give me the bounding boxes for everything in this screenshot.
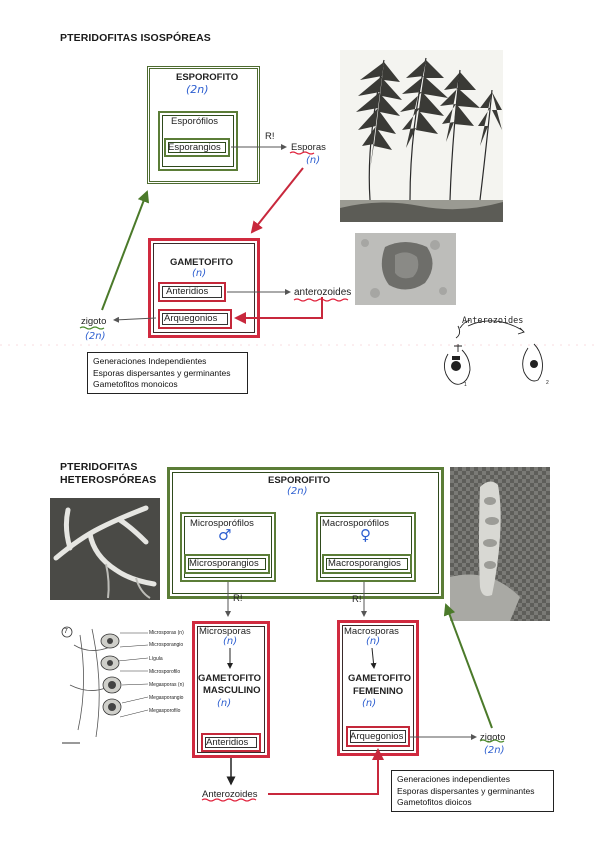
macrosporangios-label: Macrosporangios [328,558,401,569]
top-note-2: Esporas dispersantes y germinantes [93,367,231,378]
bottom-anteridios-box [201,733,261,752]
top-zigoto-label: zigoto [81,316,107,327]
bottom-title-line1: PTERIDOFITAS [60,461,138,473]
gametofito-masculino-box [192,621,270,758]
microsporas-ploidy: (n) [223,636,238,647]
bottom-anterozoides-label: Anterozoides [202,789,258,800]
bottom-notes-box: Generaciones independientes Esporas disp… [391,770,554,812]
gam-fem-line1: GAMETOFITO [348,673,411,684]
macrosporofilos-box [316,512,416,582]
macrosporas-ploidy: (n) [366,636,381,647]
top-gametofito-label: GAMETOFITO [170,257,233,268]
top-esporofito-ploidy: (2n) [186,83,209,96]
top-arquegonios-label: Arquegonios [164,313,218,324]
top-anteridios-box [158,282,226,302]
top-anteridios-label: Anteridios [166,286,209,297]
gametophyte-photo [355,233,456,305]
top-gametofito-box [148,238,260,338]
top-esporangios-box [164,138,230,157]
top-note-1: Generaciones Independientes [93,356,207,366]
sketch-drawing [443,319,543,385]
bottom-esporofito-box [167,467,444,599]
top-esporas-label: Esporas [291,142,326,153]
macrosporas-label: Macrosporas [344,626,399,637]
selaginella-drawing [50,498,160,600]
macrosporofilos-symbol: ♀ [360,526,371,544]
bottom-note-3: Gametofitos dioicos [397,797,472,807]
micro-fig-label-1: Microsporas (n) [149,630,184,636]
arrow-zigoto-esporofito [101,190,150,311]
top-note-3: Gametofitos monoicos [93,379,178,389]
top-zigoto-ploidy: (2n) [85,331,106,342]
gam-fem-line2: FEMENINO [353,686,404,697]
strobilus-photo [450,467,550,621]
top-esporofilos-label: Esporófilos [171,116,218,127]
arrow-anterozoides-arquegonios-b [268,748,384,795]
strobilus-drawing [450,467,550,621]
microsporangios-box [184,554,270,574]
sketch-num-2: 2 [546,380,549,386]
macrosporofilos-label: Macrosporófilos [322,518,390,529]
microsporangios-label: Microsporangios [189,558,259,569]
gam-fem-ploidy: (n) [362,698,377,709]
top-esporofito-label: ESPOROFITO [176,72,239,83]
bottom-note-2: Esporas dispersantes y germinantes [397,785,535,796]
gam-masc-line2: MASCULINO [203,685,261,696]
fern-photo [340,50,503,222]
bottom-arquegonios-label: Arquegonios [350,731,404,742]
macrosporangios-box [322,554,412,574]
top-gametofito-ploidy: (n) [192,268,207,279]
gam-masc-line1: GAMETOFITO [198,673,261,684]
arrow-zigoto-esporofito-b [443,603,493,729]
micro-figure: 7 Microsporas (n) Microsporangio Lígula … [60,625,184,750]
bottom-note-1: Generaciones independientes [397,774,510,784]
micro-figure-drawing [61,626,149,744]
bottom-anteridios-label: Anteridios [206,737,249,748]
microsporofilos-box [180,512,276,582]
top-esporofito-box [147,66,260,184]
bottom-r-left: R! [233,593,243,604]
microsporas-label: Microsporas [199,626,251,637]
micro-fig-label-6: Megasporangio [149,695,184,701]
micro-fig-label-7: Megasporofilo [149,708,181,714]
bottom-arquegonios-box [346,726,410,747]
microsporofilos-symbol: ♂ [218,526,232,544]
bottom-title-line2: HETEROSPÓREAS [60,474,157,486]
top-title: PTERIDOFITAS ISOSPÓREAS [60,32,211,44]
bottom-esporofito-ploidy: (2n) [287,486,308,497]
micro-fig-number: 7 [64,628,68,635]
anterozoides-sketch: Anterozoides 1 2 [424,304,564,396]
sketch-num-1: 1 [464,382,467,388]
micro-fig-label-3: Lígula [149,656,163,662]
microsporofilos-label: Microsporófilos [190,518,254,529]
top-anterozoides-label: anterozoides [294,287,352,298]
micro-fig-label-5: Megasporas (n) [149,682,185,688]
fern-drawing [340,57,503,222]
top-r-label: R! [265,131,275,142]
gam-masc-ploidy: (n) [217,698,232,709]
top-esporofilos-box [158,111,238,171]
top-arquegonios-box [158,309,232,329]
bottom-zigoto-label: zigoto [480,732,506,743]
bottom-zigoto-ploidy: (2n) [484,745,505,756]
sketch-anterozoides-label: Anterozoides [462,316,524,326]
top-esporangios-label: Esporangios [168,142,221,153]
micro-fig-label-2: Microsporangio [149,642,184,648]
bottom-r-right: R! [352,594,362,605]
bottom-esporofito-label: ESPOROFITO [268,475,331,486]
top-notes-box: Generaciones Independientes Esporas disp… [87,352,248,394]
top-esporas-ploidy: (n) [306,155,321,166]
micro-fig-label-4: Microsporofilo [149,669,181,675]
gametophyte-drawing [355,233,456,305]
selaginella-photo [50,498,160,600]
